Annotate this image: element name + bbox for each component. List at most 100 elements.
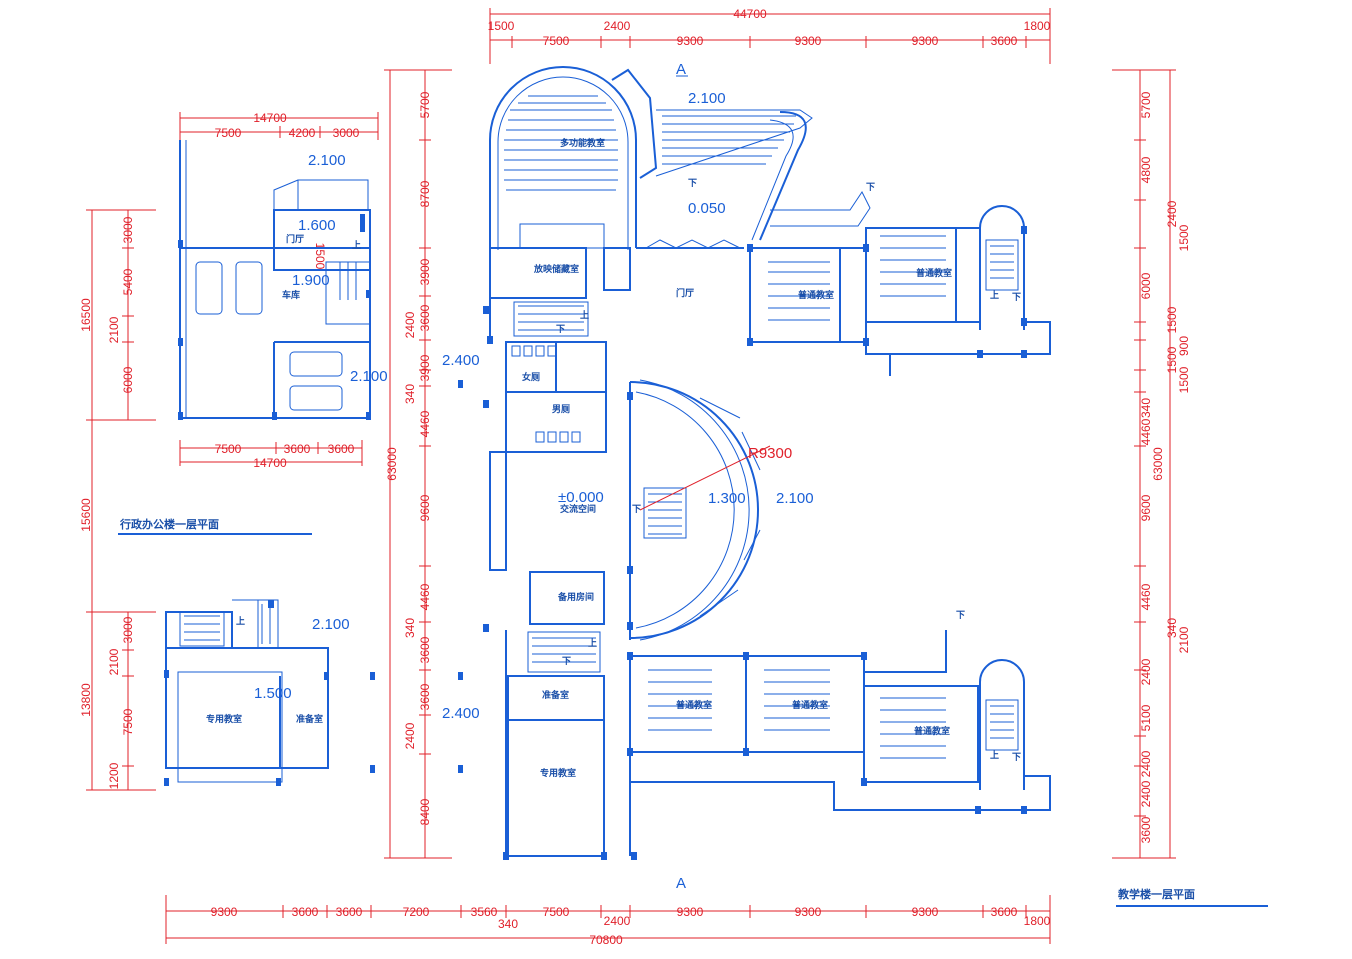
room-garage: 车库 (282, 289, 300, 301)
dim-bottom-4: 3560 (471, 905, 498, 919)
elev-admin-2100b: 2.100 (350, 368, 388, 385)
dim-admin-left-2: 2100 (107, 316, 121, 343)
elev-2100-top: 2.100 (688, 90, 726, 107)
tower-bottom-down-2: 下 (956, 610, 965, 621)
dim-admin-bottom-1: 3600 (284, 442, 311, 456)
elev-annex-2100: 2.100 (312, 616, 350, 633)
dim-right-8: 1500 (1177, 366, 1191, 393)
dim-bottom-1: 3600 (292, 905, 319, 919)
dim-top-0: 1500 (488, 19, 515, 33)
dim-left-13: 2400 (403, 722, 417, 749)
dim-left-14: 8400 (418, 798, 432, 825)
dim-left-11: 3600 (418, 636, 432, 663)
elev-admin-1900: 1.900 (292, 272, 330, 289)
dim-bottom-7: 2400 (604, 914, 631, 928)
dim-right-19: 3600 (1139, 816, 1153, 843)
dim-admin-bottom-total: 14700 (253, 456, 287, 470)
dim-right-0: 5700 (1139, 91, 1153, 118)
dim-left-12: 3600 (418, 683, 432, 710)
dim-gap: 15600 (79, 498, 93, 532)
lecture-seats (504, 95, 618, 191)
dim-mid-small: 1500 (313, 243, 327, 270)
dim-admin-top-0: 7500 (215, 126, 242, 140)
dim-right-1: 4800 (1139, 156, 1153, 183)
admin-plan-title: 行政办公楼一层平面 (119, 517, 219, 531)
dim-left-7: 4460 (418, 410, 432, 437)
tower-top-down: 下 (1012, 292, 1021, 303)
dim-admin-left-1: 5400 (121, 268, 135, 295)
dim-bottom-3: 7200 (403, 905, 430, 919)
dim-right-9: 340 (1139, 398, 1153, 418)
room-spare: 备用房间 (557, 591, 594, 603)
room-ordinary-d: 普通教室 (792, 699, 828, 711)
dim-left-4: 2400 (403, 311, 417, 338)
room-multi-lecture: 多功能教室 (560, 137, 605, 149)
dim-left-1: 8700 (418, 180, 432, 207)
dim-top-4: 9300 (795, 34, 822, 48)
dim-top-2: 7500 (543, 34, 570, 48)
dim-bottom-5: 340 (498, 917, 518, 931)
dim-bottom-9: 9300 (795, 905, 822, 919)
annex-stair-up: 上 (236, 615, 245, 627)
desks-upper-a (768, 261, 830, 321)
room-prep: 准备室 (542, 689, 569, 701)
stair-bottom-up: 上 (588, 637, 597, 649)
dim-annex-left-1: 2100 (107, 648, 121, 675)
elev-1300: 1.300 (708, 490, 746, 507)
dim-annex-left-0: 3000 (121, 616, 135, 643)
ramp-down-2: 下 (866, 182, 875, 193)
dim-right-15: 2400 (1139, 658, 1153, 685)
dim-left-8: 9600 (418, 494, 432, 521)
dim-top-5: 9300 (912, 34, 939, 48)
room-ordinary-a: 普通教室 (798, 289, 834, 301)
dim-top-1: 2400 (604, 19, 631, 33)
dim-right-17: 2400 (1139, 750, 1153, 777)
stair-top-down: 下 (556, 324, 565, 335)
dimension-lines: 44700 1500 2400 7500 9300 9300 9300 3600… (79, 7, 1191, 947)
annex-building: 专用教室 准备室 2.100 1.500 上 (164, 599, 463, 786)
tower-bottom-up: 上 (990, 749, 999, 761)
dim-annex-left-2: 7500 (121, 708, 135, 735)
elev-admin-1600: 1.600 (298, 217, 336, 234)
dim-admin-top-total: 14700 (253, 111, 287, 125)
room-ordinary-c: 普通教室 (676, 699, 712, 711)
dim-left-0: 5700 (418, 91, 432, 118)
stair-top-up: 上 (580, 309, 589, 321)
stair-bottom-down: 下 (562, 656, 571, 667)
dim-admin-bottom-2: 3600 (328, 442, 355, 456)
dim-right-6: 1500 (1165, 346, 1179, 373)
dim-admin-left-3: 6000 (121, 366, 135, 393)
desks-lower (648, 669, 946, 759)
room-exchange: 交流空间 (560, 503, 596, 515)
admin-building: 门厅 车库 2.100 1.600 1.900 2.100 上 (178, 140, 388, 420)
dim-right-10: 4460 (1139, 418, 1153, 445)
room-admin-prep: 准备室 (296, 713, 323, 725)
room-lobby: 门厅 (676, 287, 694, 299)
dim-right-2: 2400 (1165, 200, 1179, 227)
elev-r9300: R9300 (748, 445, 792, 462)
dim-bottom-10: 9300 (912, 905, 939, 919)
room-special: 专用教室 (540, 767, 576, 779)
dim-top-total: 44700 (733, 7, 767, 21)
room-female-wc: 女厕 (522, 371, 540, 383)
room-projection: 放映储藏室 (533, 263, 579, 275)
teaching-building: 多功能教室 放映储藏室 上 下 下 下 A 2.100 0.050 门厅 (442, 61, 1051, 892)
dim-left-10: 340 (403, 618, 417, 638)
dim-right-14: 2100 (1177, 626, 1191, 653)
dim-top-6: 3600 (991, 34, 1018, 48)
dim-right-12: 4460 (1139, 583, 1153, 610)
dim-right-16: 5100 (1139, 704, 1153, 731)
dim-bottom-2: 3600 (336, 905, 363, 919)
room-ordinary-e: 普通教室 (914, 725, 950, 737)
room-admin-hall: 门厅 (286, 233, 304, 245)
dim-left-total: 63000 (385, 447, 399, 481)
dim-admin-top-1: 4200 (289, 126, 316, 140)
elev-0050: 0.050 (688, 200, 726, 217)
tower-top-up: 上 (990, 289, 999, 301)
dim-bottom-12: 1800 (1024, 914, 1051, 928)
dim-right-total: 63000 (1151, 447, 1165, 481)
dim-annex-left-3: 1200 (107, 762, 121, 789)
desks-upper-b (880, 235, 946, 297)
elev-annex-1500: 1.500 (254, 685, 292, 702)
dim-left-3: 3600 (418, 304, 432, 331)
